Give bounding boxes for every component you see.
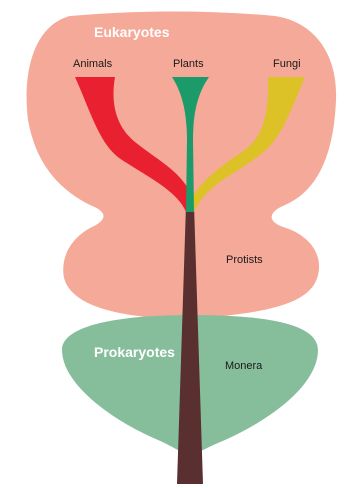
fungi-label: Fungi xyxy=(273,58,301,70)
protists-label: Protists xyxy=(226,254,263,266)
prokaryotes-label: Prokaryotes xyxy=(94,344,175,360)
plants-label: Plants xyxy=(173,58,204,70)
animals-label: Animals xyxy=(73,58,113,70)
monera-label: Monera xyxy=(225,360,263,372)
eukaryotes-label: Eukaryotes xyxy=(94,24,170,40)
